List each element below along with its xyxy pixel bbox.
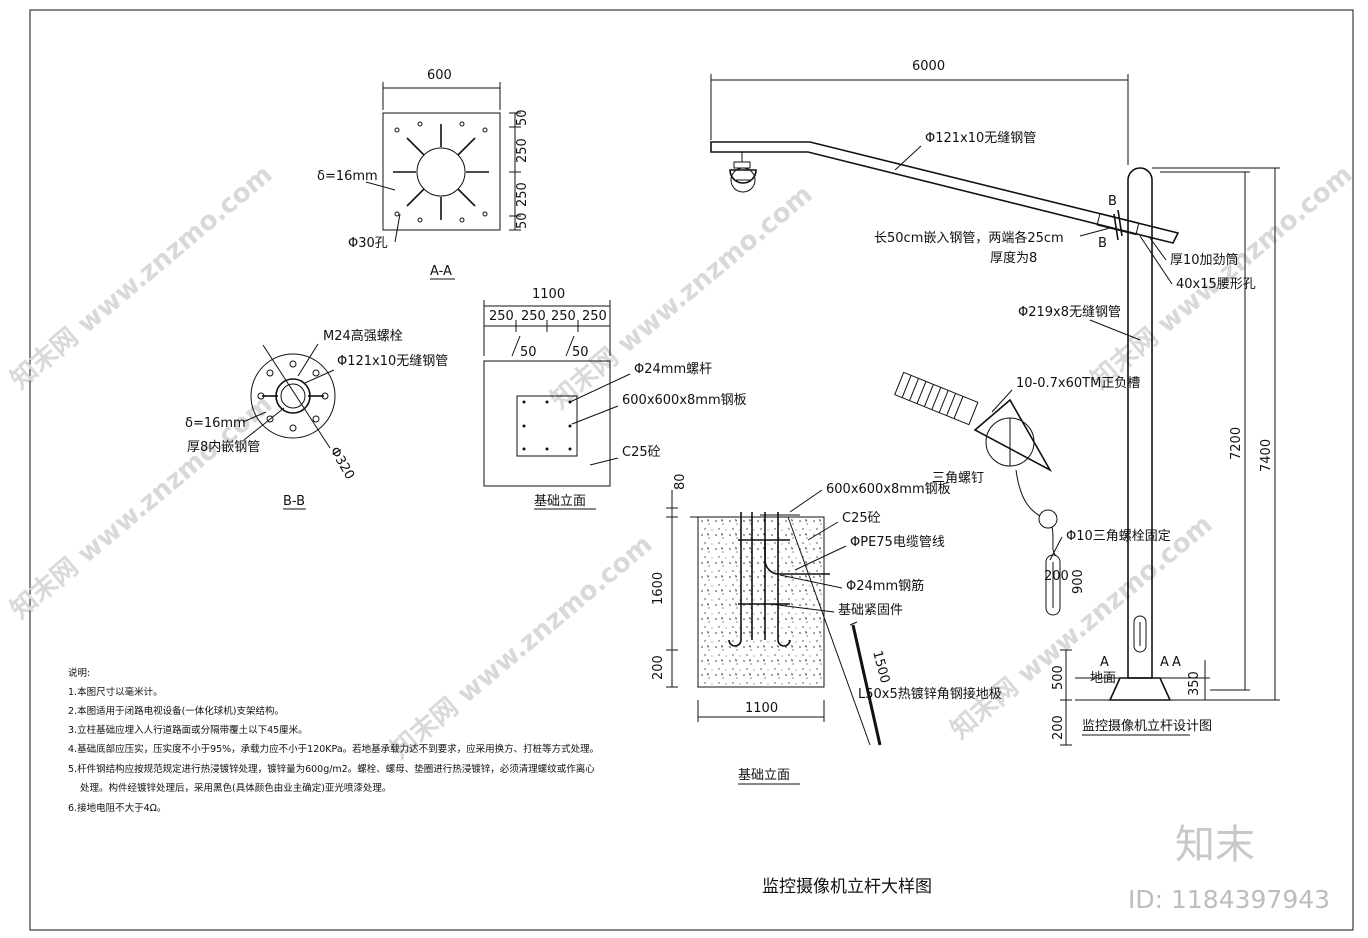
caption-aa: A-A [430,264,452,279]
dim-plan-4: 250 [582,309,607,324]
caption-plan: 基础立面 [534,494,586,509]
note-item: 1.本图尺寸以毫米计。 [68,686,163,698]
sheet-border [29,9,1354,931]
drawing-title: 监控摄像机立杆大样图 [762,877,932,897]
label-sec-plate: 600x600x8mm钢板 [826,482,951,497]
watermark-layer: 知末网 www.znzmo.com 知末网 www.znzmo.com 知末网 … [5,159,1358,765]
dim-sec-width: 1100 [745,701,778,716]
notes-block: 说明: 1.本图尺寸以毫米计。 2.本图适用于闭路电视设备(一体化球机)支架结构… [68,667,599,814]
view-bb: M24高强螺栓 Φ121x10无缝钢管 δ=16mm 厚8内嵌钢管 Φ320 B… [185,328,448,510]
dim-h2: 7400 [1259,439,1274,472]
dim-plan-width: 1100 [532,287,565,302]
watermark-text: 知末网 www.znzmo.com [5,159,278,395]
dim-plan-sub-1: 50 [520,345,537,360]
label-sleeve: 长50cm嵌入钢管，两端各25cm [874,230,1064,246]
label-ground: 地面 [1090,671,1116,686]
watermark-logo: 知末 [1175,822,1255,868]
label-main-pipe: Φ219x8无缝钢管 [1018,305,1121,320]
dim-arm-length: 6000 [912,59,945,74]
label-aa-hole: Φ30孔 [348,236,388,251]
note-item: 处理。构件经镀锌处理后，采用黑色(具体颜色由业主确定)亚光喷漆处理。 [80,782,391,794]
dim-plan-3: 250 [551,309,576,324]
dim-d500: 500 [1051,665,1066,690]
note-item: 3.立柱基础应埋入人行道路面或分隔带覆土以下45厘米。 [68,724,308,736]
label-bb-pipe: Φ121x10无缝钢管 [337,354,448,369]
foundation-plan: 1100 250 250 250 250 50 50 Φ24mm螺杆 600x6… [483,287,747,510]
label-bolt-fix: Φ10三角螺栓固定 [1066,529,1171,544]
label-sec-a-right: A [1160,655,1169,670]
watermark-id: ID: 1184397943 [1128,885,1330,914]
dim-aa-3: 250 [515,182,530,207]
dim-aa-4: 50 [515,212,530,229]
watermark-text: 知末网 www.znzmo.com [385,529,658,765]
dim-aa-width: 600 [427,68,452,83]
label-sec-conduit: ΦPE75电缆管线 [850,534,945,550]
caption-pole: 监控摄像机立杆设计图 [1082,719,1212,734]
label-sec-fastener: 基础紧固件 [838,603,903,618]
dim-h1: 7200 [1229,427,1244,460]
label-screw: 三角螺钉 [932,471,984,486]
label-sec-rebar: Φ24mm钢筋 [846,578,924,594]
dim-d200b: 200 [1051,715,1066,740]
label-sec-concrete: C25砼 [842,511,881,526]
label-channel: 10-0.7x60TM正负槽 [1016,376,1140,391]
dim-plan-2: 250 [521,309,546,324]
label-arm-pipe: Φ121x10无缝钢管 [925,131,1036,146]
dim-d200: 200 [1044,569,1069,584]
dim-aa-1: 50 [515,109,530,126]
dim-sec-top: 80 [673,473,688,490]
dim-sec-bottom: 200 [651,655,666,680]
dim-sec-rod: 1500 [869,649,892,685]
label-bb-bolt: M24高强螺栓 [323,328,403,344]
label-plan-concrete: C25砼 [622,445,661,460]
note-item: 4.基础底部应压实，压实度不小于95%，承载力应不小于120KPa。若地基承载力… [68,743,599,755]
note-item: 6.接地电阻不大于4Ω。 [68,802,166,814]
label-sec-b-top: B [1108,194,1117,209]
caption-bb: B-B [283,494,305,509]
label-stiffener: 厚10加劲筒 [1170,252,1239,268]
label-bb-dia: Φ320 [327,445,358,483]
foundation-section: 80 1600 200 1100 1500 600x600x8mm钢板 C25砼… [651,473,1002,785]
note-item: 5.杆件钢结构应按规范规定进行热浸镀锌处理，镀锌量为600g/m2。螺栓、螺母、… [68,763,595,775]
dim-plan-sub-2: 50 [572,345,589,360]
label-sec-a-right2: A [1172,655,1181,670]
view-aa: 600 50 250 250 50 δ=16mm Φ3 [317,68,530,280]
note-item: 2.本图适用于闭路电视设备(一体化球机)支架结构。 [68,705,284,717]
watermark-text: 知末网 www.znzmo.com [545,179,818,415]
pole-elevation: 6000 Φ121x10无缝钢管 B B 长50cm嵌入钢管，两端各25cm 厚… [710,59,1280,746]
label-bb-plate: δ=16mm [185,416,246,431]
label-sec-ground-bar: L50x5热镀锌角钢接地极 [858,686,1002,702]
dim-sec-height: 1600 [651,572,666,605]
notes-heading: 说明: [68,667,90,679]
watermark-text: 知末网 www.znzmo.com [945,509,1218,745]
label-bb-inner: 厚8内嵌钢管 [187,439,260,455]
label-plan-plate: 600x600x8mm钢板 [622,393,747,408]
label-sleeve-thk: 厚度为8 [990,250,1037,266]
label-aa-plate: δ=16mm [317,169,378,184]
dim-d900: 900 [1071,569,1086,594]
label-sec-a-left: A [1100,655,1109,670]
dim-d350: 350 [1187,671,1202,696]
dim-plan-1: 250 [489,309,514,324]
caption-section: 基础立面 [738,768,790,783]
label-plan-bolt: Φ24mm螺杆 [634,362,712,377]
label-sec-b-bottom: B [1098,236,1107,251]
dim-aa-2: 250 [515,138,530,163]
label-slot: 40x15腰形孔 [1176,277,1256,292]
